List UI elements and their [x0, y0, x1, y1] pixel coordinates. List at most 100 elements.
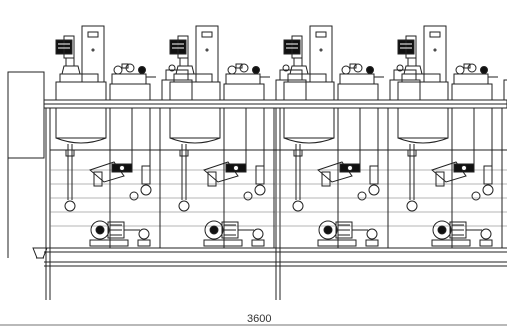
panel-window: [316, 32, 326, 37]
pump-skid: [204, 240, 242, 246]
transfer-line: [432, 162, 466, 182]
gearbox: [180, 58, 188, 66]
reactor-vessel: [398, 108, 448, 138]
aux-valve-wheel: [283, 65, 289, 71]
valve-actuator: [253, 67, 260, 74]
reactor-lid: [288, 74, 326, 82]
valve-base: [110, 84, 150, 100]
valve-actuator: [367, 67, 374, 74]
pump-skid: [90, 240, 128, 246]
valve-manifold: [454, 74, 488, 84]
dimension-label: 3600: [247, 313, 271, 325]
cabinet-body: [8, 72, 44, 158]
valve-stem: [464, 64, 470, 68]
leveling-foot: [33, 248, 47, 258]
transfer-line: [204, 162, 238, 182]
valve-bracket: [252, 240, 264, 246]
valve-bracket: [480, 240, 492, 246]
drain-valve: [293, 201, 303, 211]
drain-valve: [407, 201, 417, 211]
drain-fitting: [66, 150, 74, 156]
instrument-gauge: [348, 166, 353, 171]
panel-dot: [320, 49, 322, 51]
check-valve: [483, 185, 493, 195]
panel-dot: [92, 49, 94, 51]
panel-window: [88, 32, 98, 37]
flow-meter: [208, 172, 216, 186]
pump-casing: [433, 221, 451, 239]
drain-valve: [179, 201, 189, 211]
pump-casing: [91, 221, 109, 239]
valve-manifold: [112, 74, 146, 84]
gearbox: [408, 58, 416, 66]
valve-stem: [350, 64, 356, 68]
reactor-head: [56, 82, 106, 100]
reactor-module-3: [284, 26, 424, 248]
reactor-module-4: [398, 26, 507, 248]
reactor-module-1: [56, 26, 196, 248]
valve-base: [338, 84, 378, 100]
reactor-lid: [60, 74, 98, 82]
panel-dot: [434, 49, 436, 51]
instrument-gauge: [462, 166, 467, 171]
instrument-gauge: [120, 166, 125, 171]
pump-skid: [318, 240, 356, 246]
aux-support: [504, 80, 507, 100]
panel-window: [202, 32, 212, 37]
reactor-vessel: [56, 108, 106, 138]
skid-frame: [44, 100, 507, 300]
drain-fitting: [408, 150, 416, 156]
sample-valve: [244, 192, 252, 200]
reactor-head: [398, 82, 448, 100]
pump-impeller: [210, 226, 218, 234]
valve-bracket: [366, 240, 378, 246]
valve-actuator: [139, 67, 146, 74]
valve-handwheel: [114, 66, 122, 74]
vessel-bottom: [56, 138, 106, 143]
sample-valve: [472, 192, 480, 200]
reactor-lid: [174, 74, 212, 82]
reactor-module-2: [170, 26, 310, 248]
control-cabinet: [8, 72, 47, 258]
vessel-bottom: [170, 138, 220, 143]
valve-stem: [122, 64, 128, 68]
valve-handwheel: [456, 66, 464, 74]
discharge-valve: [367, 229, 377, 239]
pump-skid: [432, 240, 470, 246]
reactor-head: [284, 82, 334, 100]
check-valve: [255, 185, 265, 195]
discharge-valve: [139, 229, 149, 239]
reactor-vessel: [284, 108, 334, 138]
vessel-bottom: [284, 138, 334, 143]
check-valve: [369, 185, 379, 195]
reactor-vessel: [170, 108, 220, 138]
drain-valve: [65, 201, 75, 211]
pump-casing: [319, 221, 337, 239]
dimension-line: 3600: [0, 313, 507, 325]
filter-housing: [256, 166, 264, 184]
instrument-gauge: [234, 166, 239, 171]
aux-support: [162, 80, 192, 100]
aux-support: [390, 80, 420, 100]
sample-valve: [130, 192, 138, 200]
drain-fitting: [294, 150, 302, 156]
pump-impeller: [324, 226, 332, 234]
discharge-valve: [253, 229, 263, 239]
valve-actuator: [481, 67, 488, 74]
flow-meter: [436, 172, 444, 186]
valve-handwheel: [228, 66, 236, 74]
valve-stem: [236, 64, 242, 68]
vessel-bottom: [398, 138, 448, 143]
valve-manifold: [226, 74, 260, 84]
discharge-valve: [481, 229, 491, 239]
transfer-line: [318, 162, 352, 182]
gearbox: [66, 58, 74, 66]
check-valve: [141, 185, 151, 195]
valve-handwheel: [342, 66, 350, 74]
sample-valve: [358, 192, 366, 200]
valve-manifold: [340, 74, 374, 84]
panel-dot: [206, 49, 208, 51]
valve-base: [452, 84, 492, 100]
reactor-modules: [56, 26, 507, 248]
